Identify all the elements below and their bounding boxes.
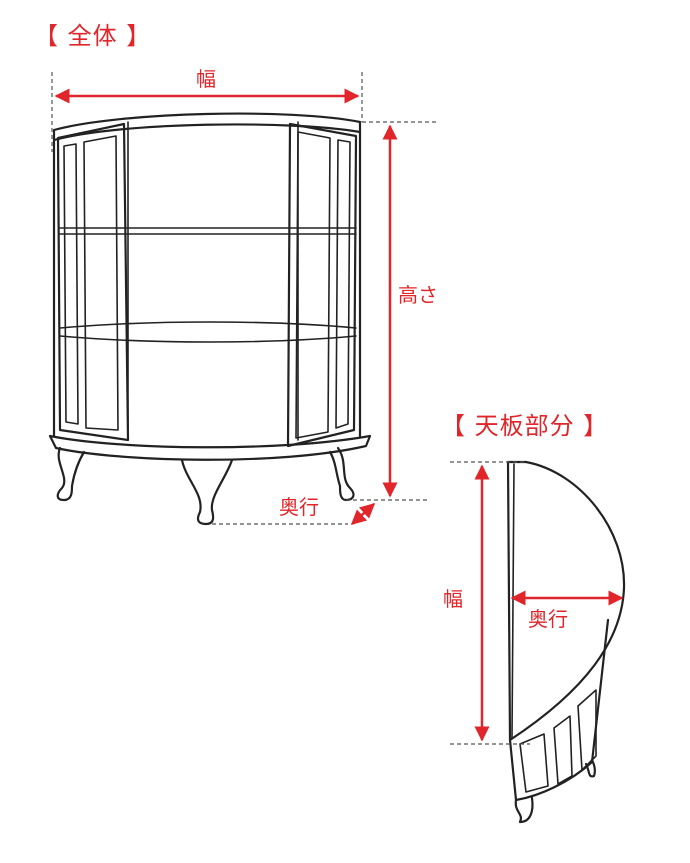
cabinet-door-left xyxy=(56,122,130,442)
label-depth: 奥行 xyxy=(279,495,319,519)
top-board-leg-a xyxy=(514,796,534,824)
cabinet-back-panel xyxy=(127,121,299,441)
dimension-arrow-depth xyxy=(350,502,376,526)
cabinet-leg-right xyxy=(328,446,355,502)
cabinet-door-right-glass-inner xyxy=(295,131,331,439)
cabinet-shelf-upper xyxy=(59,227,357,235)
top-board-view xyxy=(506,460,626,824)
label-width: 幅 xyxy=(196,67,216,91)
label-top-width: 幅 xyxy=(443,587,463,611)
top-board-body-outline xyxy=(508,618,610,802)
top-board-door-frame-a xyxy=(519,733,549,793)
cabinet-top-board xyxy=(52,112,362,142)
section-title-whole: 【 全体 】 xyxy=(34,22,152,50)
cabinet-bottom-rail xyxy=(48,434,372,461)
cabinet-door-left-glass-inner xyxy=(83,135,119,431)
cabinet-body-outline xyxy=(52,130,362,438)
top-board-edge xyxy=(511,463,515,739)
cabinet-leg-center xyxy=(180,458,234,526)
top-board-outline xyxy=(506,460,626,742)
cabinet-door-right-glass-outer xyxy=(335,139,351,429)
cabinet-front-view xyxy=(48,112,372,526)
cabinet-door-left-glass-outer xyxy=(63,143,79,425)
label-height: 高さ xyxy=(398,283,438,307)
cabinet-shelf-lower xyxy=(59,321,357,343)
label-top-depth: 奥行 xyxy=(528,607,568,631)
cabinet-leg-left xyxy=(56,446,86,502)
section-title-top-board: 【 天板部分 】 xyxy=(441,412,609,440)
top-board-leg-b xyxy=(584,758,596,778)
cabinet-door-right xyxy=(286,122,358,448)
top-board-door-frame-c xyxy=(577,689,597,771)
top-board-door-frame-b xyxy=(553,715,573,785)
